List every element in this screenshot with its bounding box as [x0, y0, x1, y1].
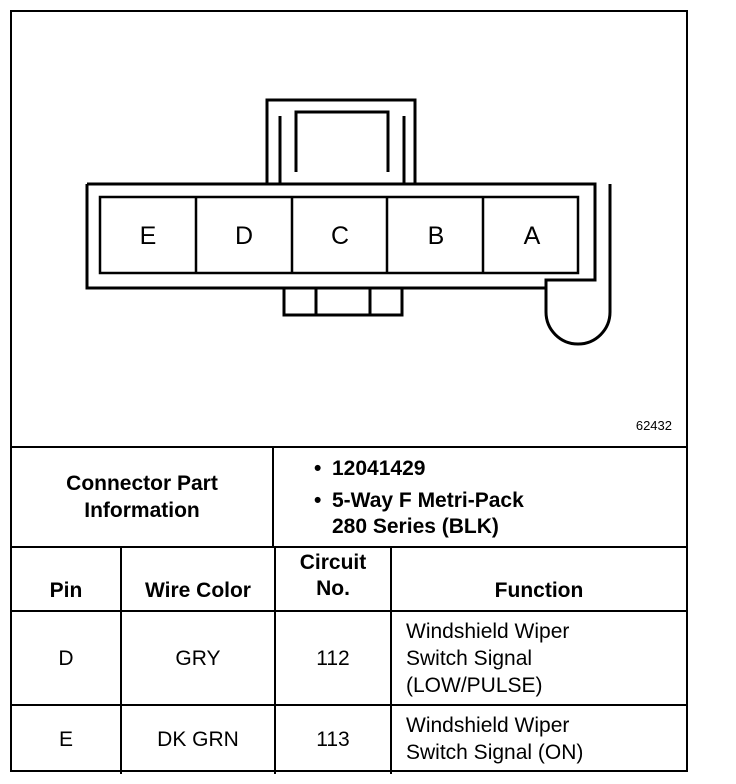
header-circuit: Circuit No.	[276, 548, 390, 610]
divider	[12, 446, 686, 448]
pin-label-a: A	[524, 222, 541, 250]
bullet: •	[314, 457, 322, 480]
pin-cavity-row	[98, 195, 580, 275]
row-pin: E	[58, 727, 73, 751]
connector-part-label: Connector Part Information	[66, 472, 218, 522]
function-line: Switch Signal (ON)	[406, 741, 584, 764]
header-wire-color: Wire Color	[145, 579, 251, 602]
header-circuit-line2: No.	[316, 577, 350, 600]
function-line: Windshield Wiper	[406, 619, 570, 643]
function-line: Windshield Wiper	[406, 714, 570, 737]
locking-tab-inner	[294, 110, 390, 172]
divider	[390, 548, 392, 774]
figure-id: 62432	[635, 418, 672, 433]
connector-body-left	[85, 184, 546, 290]
divider	[120, 548, 122, 774]
part-number: 12041429	[332, 457, 426, 480]
pin-label-b: B	[428, 222, 445, 250]
pin-label-d: D	[235, 222, 253, 250]
row-wire-color: DK GRN	[157, 727, 239, 751]
divider	[274, 546, 276, 774]
connector-sheet: E D C B A 62432 Connector Part Informati…	[10, 10, 688, 774]
function-line: (LOW/PULSE)	[406, 673, 543, 697]
row-circuit: 112	[316, 646, 350, 670]
connector-body	[87, 182, 612, 346]
function-line: Switch Signal	[406, 646, 533, 670]
pin-label-c: C	[331, 222, 349, 250]
part-series: 280 Series (BLK)	[332, 515, 499, 538]
divider	[12, 704, 686, 706]
divider	[272, 448, 274, 548]
header-circuit-line1: Circuit	[299, 551, 367, 574]
pin-label-e: E	[140, 222, 157, 250]
part-type: 5-Way F Metri-Pack	[332, 489, 524, 512]
bullet: •	[314, 489, 322, 512]
divider	[12, 546, 686, 548]
row-pin: D	[58, 646, 74, 670]
part-number-item: • 12041429	[314, 456, 524, 482]
row-circuit: 113	[316, 727, 350, 751]
part-type-item: • 5-Way F Metri-Pack	[314, 488, 524, 514]
row-wire-color: GRY	[175, 646, 221, 670]
divider	[12, 610, 686, 612]
header-pin: Pin	[49, 579, 83, 602]
part-info: • 12041429 • 5-Way F Metri-Pack 280 Seri…	[314, 456, 524, 540]
row-function: Windshield Wiper Switch Signal (ON)	[392, 706, 686, 772]
bottom-tab	[282, 288, 404, 317]
locking-tab	[265, 98, 417, 184]
row-function: Windshield Wiper Switch Signal (LOW/PULS…	[392, 612, 686, 704]
connector-diagram: E D C B A	[85, 98, 612, 346]
header-function: Function	[494, 579, 584, 602]
